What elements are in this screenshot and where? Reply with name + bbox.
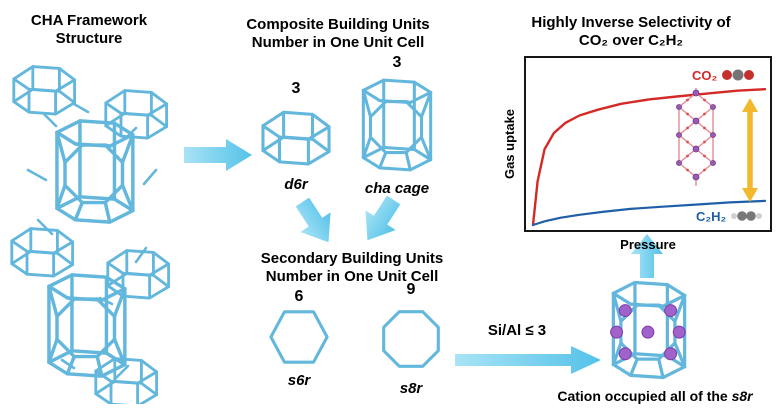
d6r-count: 3 xyxy=(291,80,301,97)
s8r-count: 9 xyxy=(406,281,416,298)
crystal-structure-inset xyxy=(676,88,716,186)
arrow-framework-to-composite xyxy=(184,139,252,171)
composite-title-line2: Number in One Unit Cell xyxy=(251,34,425,51)
c2h2-legend: C₂H₂ xyxy=(696,208,767,224)
framework-title-line2: Structure xyxy=(55,30,123,47)
chart-curves xyxy=(531,88,767,227)
selectivity-title-line1: Highly Inverse Selectivity of xyxy=(531,14,731,31)
co2-curve xyxy=(531,88,767,227)
selectivity-gap-arrow xyxy=(742,98,758,202)
selectivity-title: Highly Inverse Selectivity of CO₂ over C… xyxy=(486,14,776,50)
selectivity-title-line2: CO₂ over C₂H₂ xyxy=(578,32,684,49)
arrow-cha-to-secondary xyxy=(365,195,401,241)
co2-molecule-icon xyxy=(722,69,755,81)
s6r-ring xyxy=(269,310,329,364)
s6r-count: 6 xyxy=(294,288,304,305)
framework-title-line1: CHA Framework xyxy=(30,12,148,29)
chart-ylabel: Gas uptake xyxy=(502,108,517,180)
cation-cage-structure xyxy=(610,280,687,380)
cha-cage-label: cha cage xyxy=(364,180,430,197)
co2-label: CO₂ xyxy=(692,67,718,83)
s6r-label: s6r xyxy=(287,372,311,389)
co2-legend: CO₂ xyxy=(692,66,756,84)
cation-caption-text: Cation occupied all of the xyxy=(557,388,732,404)
cation-caption-s8r: s8r xyxy=(731,388,753,404)
chart-xlabel: Pressure xyxy=(620,237,676,252)
c2h2-label: C₂H₂ xyxy=(696,208,727,224)
cation-atom xyxy=(641,325,655,339)
secondary-title-line2: Number in One Unit Cell xyxy=(265,268,439,285)
s8r-ring xyxy=(382,310,440,368)
si-al-condition: Si/Al ≤ 3 xyxy=(487,322,547,339)
secondary-title-line1: Secondary Building Units xyxy=(260,250,444,267)
gas-uptake-chart: CO₂ C₂H₂ xyxy=(524,56,772,232)
cha-framework-structure xyxy=(10,65,171,404)
cation-caption: Cation occupied all of the s8r xyxy=(540,388,770,404)
framework-title: CHA Framework Structure xyxy=(8,12,170,48)
cha-cage-structure xyxy=(361,78,433,172)
s8r-label: s8r xyxy=(399,380,423,397)
arrow-s8r-to-cation-cage xyxy=(455,346,601,374)
d6r-structure xyxy=(261,110,331,166)
arrow-d6r-to-secondary xyxy=(295,197,331,243)
arrow-cage-to-chart xyxy=(631,234,663,278)
cha-cage-count: 3 xyxy=(392,54,402,71)
d6r-label: d6r xyxy=(284,176,308,193)
c2h2-molecule-icon xyxy=(731,211,763,221)
c2h2-curve xyxy=(531,199,767,227)
secondary-title: Secondary Building Units Number in One U… xyxy=(232,250,472,286)
composite-title-line1: Composite Building Units xyxy=(246,16,430,33)
composite-title: Composite Building Units Number in One U… xyxy=(222,16,454,52)
